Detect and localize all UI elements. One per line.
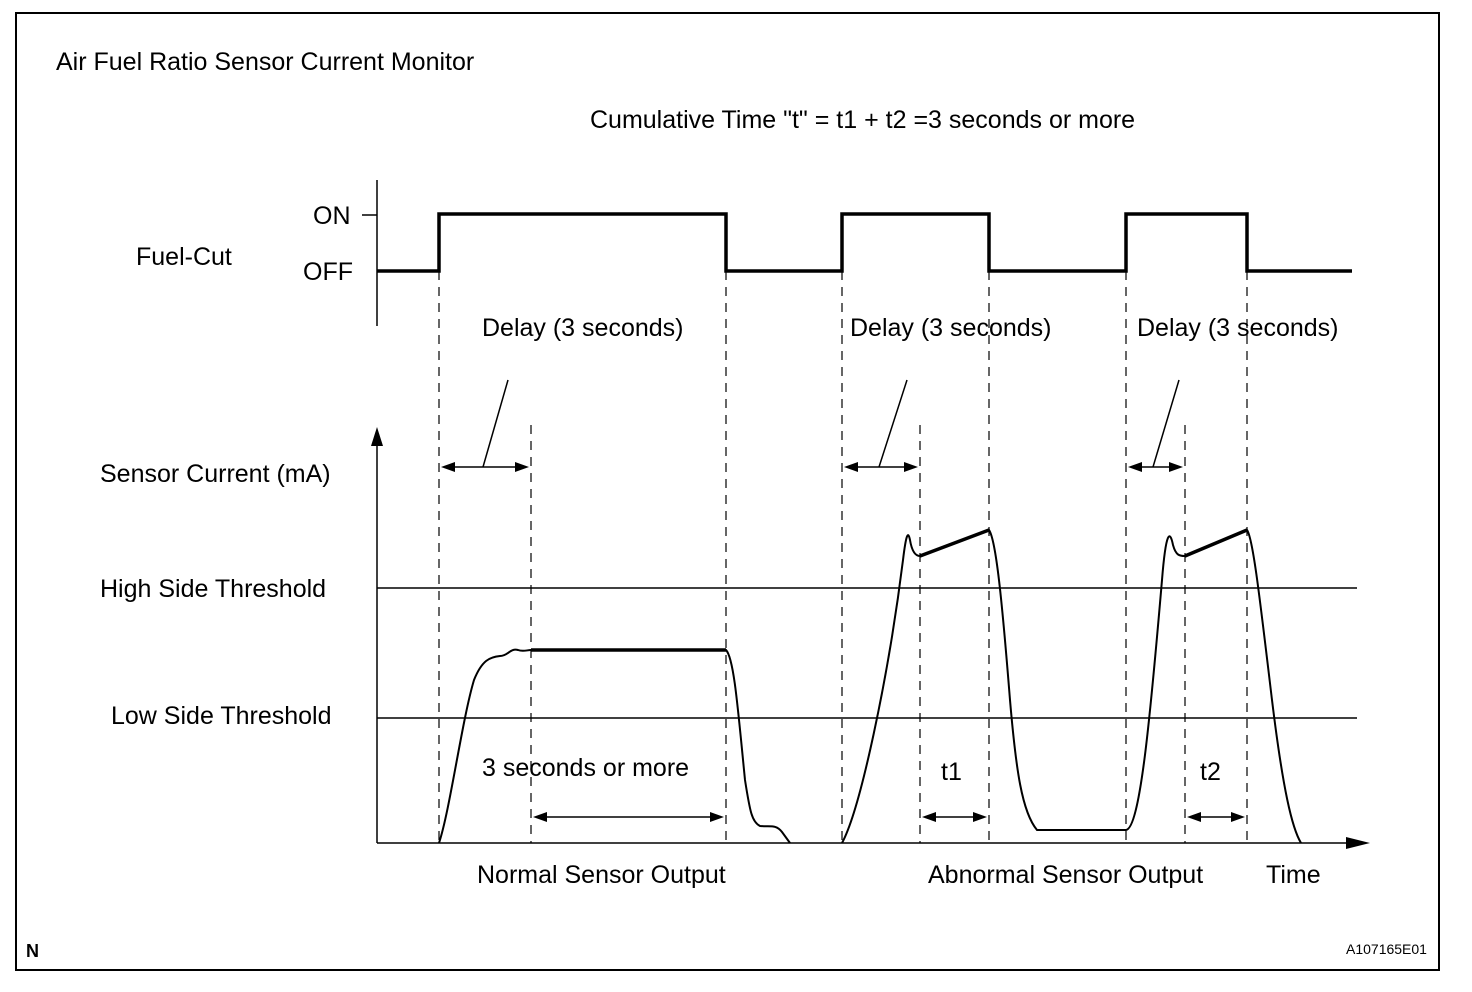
low-threshold-label: Low Side Threshold	[111, 702, 332, 730]
delay-arrow-2	[844, 379, 918, 472]
t1-label: t1	[941, 758, 962, 786]
t2-arrow	[1187, 812, 1245, 822]
figure-frame	[15, 12, 1440, 971]
delay-label-3: Delay (3 seconds)	[1137, 314, 1338, 342]
delay-arrow-3	[1128, 379, 1183, 472]
y-axis-label: Sensor Current (mA)	[100, 460, 331, 488]
fuel-cut-on-label: ON	[313, 202, 351, 230]
diagram-title: Air Fuel Ratio Sensor Current Monitor	[56, 48, 474, 76]
fuel-cut-signal	[377, 212, 1352, 273]
fuel-cut-off-label: OFF	[303, 258, 353, 286]
abnormal-output-rise-t1	[919, 528, 990, 558]
abnormal-output-caption: Abnormal Sensor Output	[928, 861, 1203, 889]
y-axis-arrow	[371, 427, 383, 446]
figure-code: A107165E01	[1346, 941, 1427, 957]
abnormal-output-rise-t2	[1184, 528, 1248, 558]
cumulative-time-note: Cumulative Time "t" = t1 + t2 =3 seconds…	[590, 106, 1135, 134]
delay-arrow-1	[441, 379, 529, 472]
normal-output-caption: Normal Sensor Output	[477, 861, 726, 889]
t2-label: t2	[1200, 758, 1221, 786]
x-axis-arrow	[1346, 837, 1370, 849]
delay-label-1: Delay (3 seconds)	[482, 314, 683, 342]
t1-arrow	[922, 812, 987, 822]
normal-duration-label: 3 seconds or more	[482, 754, 689, 782]
high-threshold-label: High Side Threshold	[100, 575, 326, 603]
normal-output-curve	[438, 648, 791, 844]
corner-mark: N	[26, 941, 39, 961]
delay-label-2: Delay (3 seconds)	[850, 314, 1051, 342]
x-axis-label: Time	[1266, 861, 1321, 889]
normal-duration-arrow	[533, 812, 724, 822]
fuel-cut-label: Fuel-Cut	[136, 243, 232, 271]
abnormal-output-curve	[841, 528, 1302, 844]
